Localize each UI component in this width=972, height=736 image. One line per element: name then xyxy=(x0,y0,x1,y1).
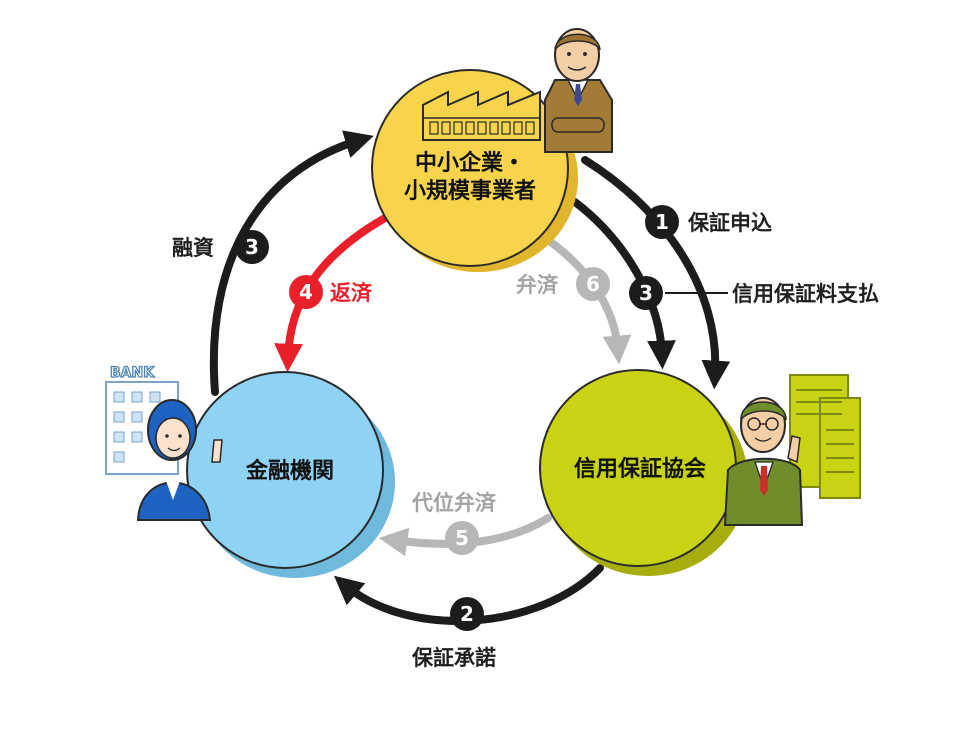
fee-badge: 3 xyxy=(629,276,663,310)
loan-badge: 3 xyxy=(235,230,269,264)
loan-number: 3 xyxy=(245,235,259,259)
repay-badge: 4 xyxy=(289,275,323,309)
loan-arrow xyxy=(209,130,374,396)
application-number: 1 xyxy=(655,210,669,234)
application-label: 保証申込 xyxy=(687,211,772,235)
repay-label: 返済 xyxy=(330,281,373,305)
subrogation-label: 代位弁済 xyxy=(411,491,497,515)
sme-label-line1: 中小企業・ xyxy=(415,150,525,176)
sme-label-line2: 小規模事業者 xyxy=(404,178,536,204)
guarantee-node: 信用保証協会 xyxy=(539,369,748,576)
fee-arrow xyxy=(571,198,676,370)
approval-number: 2 xyxy=(460,602,474,626)
reimburse-number: 6 xyxy=(586,272,600,296)
application-badge: 1 xyxy=(645,205,679,239)
guarantee-officer-icon xyxy=(723,397,804,526)
fee-number: 3 xyxy=(639,281,653,305)
bank-sign: BANK xyxy=(110,365,155,381)
loan-label: 融資 xyxy=(172,236,214,260)
sme-node: 中小企業・ 小規模事業者 xyxy=(371,69,578,272)
subrogation-badge: 5 xyxy=(445,521,479,555)
reimburse-badge: 6 xyxy=(576,267,610,301)
subrogation-number: 5 xyxy=(455,526,469,550)
approval-badge: 2 xyxy=(450,597,484,631)
reimburse-label: 弁済 xyxy=(516,273,559,297)
guarantee-label: 信用保証協会 xyxy=(574,456,706,482)
businessman-icon xyxy=(544,28,613,153)
application-arrow xyxy=(581,156,731,390)
bank-staff-icon xyxy=(136,399,223,521)
repay-number: 4 xyxy=(299,280,313,304)
approval-label: 保証承諾 xyxy=(411,646,496,670)
factory-icon xyxy=(422,90,541,141)
bank-label: 金融機関 xyxy=(245,458,334,484)
fee-label: 信用保証料支払 xyxy=(732,282,879,306)
bank-node: 金融機関 xyxy=(186,371,395,578)
